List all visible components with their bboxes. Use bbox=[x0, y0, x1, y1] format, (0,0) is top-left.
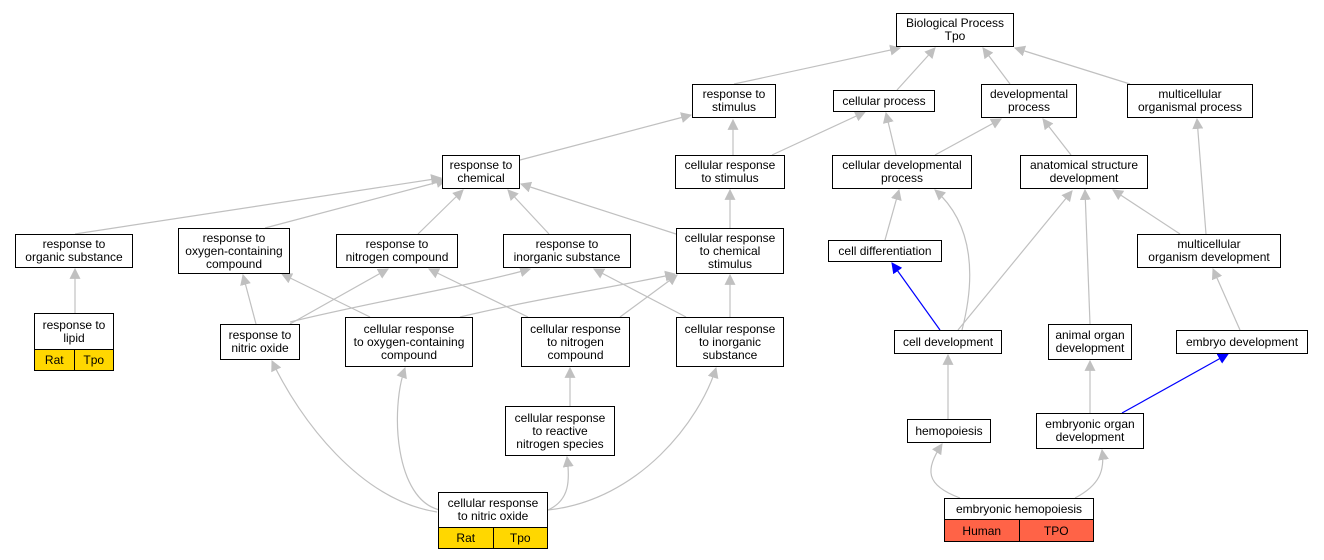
edge-celldev-to-celldiff bbox=[891, 262, 941, 331]
node-response-to-lipid[interactable]: response to lipid bbox=[34, 313, 114, 350]
edge-cellno-to-no bbox=[271, 360, 438, 513]
node-response-to-oxygen-containing-compound[interactable]: response to oxygen-containing compound bbox=[178, 228, 290, 274]
edge-celloxy-to-cellchem bbox=[459, 270, 677, 318]
node-cellular-response-to-nitric-oxide[interactable]: cellular response to nitric oxide bbox=[438, 492, 548, 528]
node-cellular-response-to-oxygen-containing-compound[interactable]: cellular response to oxygen-containing c… bbox=[345, 317, 473, 367]
edge-anat-to-devproc bbox=[1042, 118, 1072, 156]
edge-cellno-to-cellinorg bbox=[547, 366, 719, 511]
edge-no-to-inorg bbox=[289, 266, 532, 323]
edge-no-to-nitro bbox=[289, 268, 389, 325]
edge-embryoorgan-to-embryo bbox=[1121, 353, 1229, 414]
edge-cellinorg-to-inorg bbox=[593, 268, 687, 318]
edge-multidev-to-multiproc bbox=[1192, 117, 1207, 235]
species-badge-embryonic-hemopoiesis: Human TPO bbox=[944, 519, 1094, 542]
edge-no-to-oxy bbox=[240, 273, 257, 325]
edge-multiproc-to-bp bbox=[1013, 45, 1131, 85]
edge-cellnitro-to-cellchem bbox=[619, 274, 678, 318]
edge-celldevproc-to-cellproc bbox=[882, 111, 897, 156]
species-badge-lipid: Rat Tpo bbox=[34, 349, 114, 371]
node-hemopoiesis[interactable]: hemopoiesis bbox=[907, 419, 991, 443]
node-embryo-development[interactable]: embryo development bbox=[1176, 330, 1308, 354]
node-response-to-nitrogen-compound[interactable]: response to nitrogen compound bbox=[336, 234, 458, 268]
edge-multidev-to-anat bbox=[1112, 189, 1181, 235]
edge-cellno-to-celloxy bbox=[396, 366, 441, 511]
node-developmental-process[interactable]: developmental process bbox=[981, 84, 1077, 118]
edge-layer bbox=[69, 44, 1241, 513]
edge-animal-to-anat bbox=[1079, 188, 1091, 325]
edge-chem-to-stim bbox=[519, 112, 693, 161]
edge-inorg-to-chem bbox=[507, 189, 550, 235]
node-response-to-organic-substance[interactable]: response to organic substance bbox=[15, 234, 133, 268]
species-label: Rat bbox=[44, 353, 64, 367]
species-label: Rat bbox=[456, 531, 476, 545]
edge-celldiff-to-celldevproc bbox=[884, 188, 902, 241]
edge-stim-to-bp bbox=[733, 44, 902, 85]
node-cell-differentiation[interactable]: cell differentiation bbox=[828, 240, 942, 262]
gene-label: Tpo bbox=[73, 350, 114, 370]
node-response-to-stimulus[interactable]: response to stimulus bbox=[692, 84, 776, 118]
edge-celldev-to-celldevproc bbox=[934, 189, 971, 331]
node-cellular-process[interactable]: cellular process bbox=[833, 90, 935, 112]
node-embryonic-hemopoiesis[interactable]: embryonic hemopoiesis bbox=[944, 498, 1094, 520]
node-embryonic-organ-development[interactable]: embryonic organ development bbox=[1036, 413, 1144, 449]
species-badge-cellular-response-to-nitric-oxide: Rat Tpo bbox=[438, 527, 548, 549]
edge-celldev-to-anat bbox=[957, 190, 1073, 331]
node-multicellular-organism-development[interactable]: multicellular organism development bbox=[1137, 234, 1281, 268]
node-response-to-chemical[interactable]: response to chemical bbox=[442, 155, 520, 189]
edge-embryo-to-multidev bbox=[1211, 267, 1241, 331]
node-cell-development[interactable]: cell development bbox=[894, 330, 1002, 354]
node-multicellular-organismal-process[interactable]: multicellular organismal process bbox=[1127, 84, 1253, 118]
edge-embhemo-to-hemo bbox=[930, 443, 961, 499]
edge-celldevproc-to-devproc bbox=[934, 118, 1002, 156]
edge-nitro-to-chem bbox=[417, 189, 464, 235]
node-cellular-developmental-process[interactable]: cellular developmental process bbox=[832, 155, 972, 189]
edge-cellproc-to-bp bbox=[896, 47, 936, 91]
node-cellular-response-to-nitrogen-compound[interactable]: cellular response to nitrogen compound bbox=[521, 317, 630, 367]
edge-devproc-to-bp bbox=[982, 47, 1011, 85]
edge-organic-to-chem bbox=[74, 174, 443, 235]
edge-cellnitro-to-nitro bbox=[428, 268, 529, 318]
node-cellular-response-to-stimulus[interactable]: cellular response to stimulus bbox=[675, 155, 785, 189]
gene-label: TPO bbox=[1018, 520, 1094, 541]
edge-oxy-to-chem bbox=[264, 177, 448, 229]
species-label: Human bbox=[962, 523, 1002, 538]
node-response-to-inorganic-substance[interactable]: response to inorganic substance bbox=[503, 234, 631, 268]
node-biological-process[interactable]: Biological Process Tpo bbox=[896, 13, 1014, 47]
node-cellular-response-to-chemical-stimulus[interactable]: cellular response to chemical stimulus bbox=[676, 228, 784, 274]
node-cellular-response-to-reactive-nitrogen-species[interactable]: cellular response to reactive nitrogen s… bbox=[505, 406, 615, 456]
edge-cellchem-to-chem bbox=[519, 181, 677, 235]
edge-embhemo-to-embryoorgan bbox=[1074, 448, 1109, 499]
edge-celloxy-to-oxy bbox=[281, 273, 371, 318]
node-response-to-nitric-oxide[interactable]: response to nitric oxide bbox=[220, 324, 300, 360]
node-animal-organ-development[interactable]: animal organ development bbox=[1048, 324, 1132, 360]
edge-cellno-to-reactive bbox=[547, 455, 574, 511]
edge-cellstim-to-cellproc bbox=[771, 111, 866, 156]
gene-label: Tpo bbox=[492, 528, 548, 548]
node-cellular-response-to-inorganic-substance[interactable]: cellular response to inorganic substance bbox=[676, 317, 784, 367]
node-anatomical-structure-development[interactable]: anatomical structure development bbox=[1020, 155, 1148, 189]
